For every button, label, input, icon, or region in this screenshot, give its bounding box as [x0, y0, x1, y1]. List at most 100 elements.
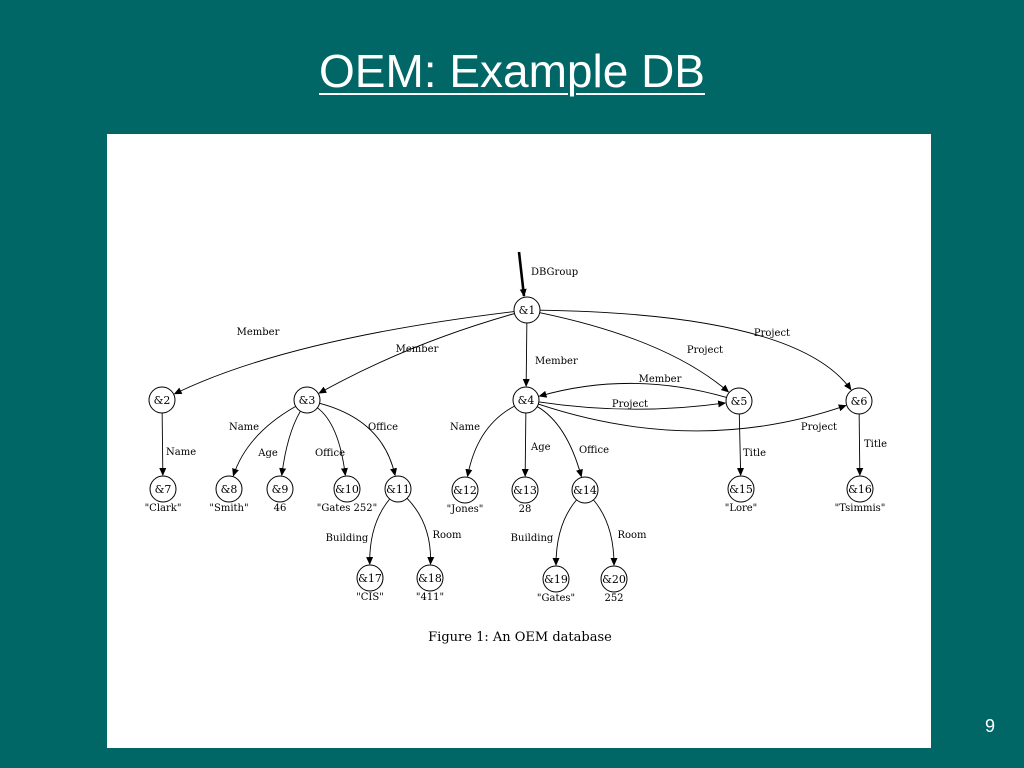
edge-n1-n6: [539, 309, 852, 391]
node-value: "Clark": [145, 503, 182, 514]
node-circle: [542, 565, 570, 593]
edge-n1-n3: [318, 313, 515, 394]
edge-label-n5-n4: Member: [639, 374, 682, 385]
node-value: 252: [604, 593, 623, 604]
edge-n2-n7: [159, 412, 167, 477]
node-value: "Jones": [447, 504, 484, 515]
node-circle: [727, 475, 755, 503]
edge-n1-n5: [539, 312, 730, 393]
node-circle: [725, 387, 753, 415]
edge-label-n1-n5: Project: [687, 345, 723, 356]
edge-label-n14-n20: Room: [617, 530, 647, 541]
node-n5: &5: [725, 387, 753, 415]
node-n8: &8 "Smith": [209, 475, 249, 514]
edge-n3-n9: [279, 410, 301, 477]
node-circle: [148, 386, 176, 414]
edge-n1-n4: [522, 322, 530, 388]
edge-label-n3-n11: Office: [368, 422, 398, 433]
edge-n4-n6: [538, 403, 847, 432]
edge-label-n4-n14: Office: [579, 445, 609, 456]
edge-label-n6-n16: Title: [864, 439, 887, 450]
node-circle: [512, 386, 540, 414]
node-label: &20: [602, 573, 626, 586]
edge-n6-n16: [856, 413, 864, 477]
node-circle: [215, 475, 243, 503]
node-circle: [333, 475, 361, 503]
node-label: &13: [513, 484, 537, 497]
node-n1: &1: [513, 296, 541, 324]
node-label: &19: [544, 573, 568, 586]
edge-label-n4-n12: Name: [450, 422, 480, 433]
node-circle: [416, 564, 444, 592]
node-circle: [600, 565, 628, 593]
node-circle: [513, 296, 541, 324]
edge-n4-n14: [536, 406, 583, 478]
node-n10: &10"Gates 252": [317, 475, 377, 514]
node-label: &2: [154, 394, 171, 407]
node-label: &16: [848, 483, 872, 496]
edge-label-n11-n18: Room: [432, 530, 462, 541]
node-n9: &946: [266, 475, 294, 514]
edge-label-n3-n8: Name: [229, 422, 259, 433]
node-n11: &11: [384, 475, 412, 503]
node-circle: [845, 387, 873, 415]
node-label: &3: [299, 394, 316, 407]
oem-database-graph: DBGroupMemberMemberMemberProjectProjectN…: [145, 251, 887, 645]
node-value: 28: [519, 504, 532, 515]
node-label: &12: [453, 484, 477, 497]
edge-n11-n18: [406, 498, 435, 566]
root-label: DBGroup: [531, 267, 578, 278]
node-circle: [149, 475, 177, 503]
figure-caption: Figure 1: An OEM database: [428, 630, 612, 645]
edge-label-n4-n13: Age: [530, 442, 551, 453]
node-label: &4: [518, 394, 535, 407]
node-circle: [571, 476, 599, 504]
node-n12: &12 "Jones": [447, 476, 484, 515]
edge-label-n5-n15: Title: [743, 448, 766, 459]
edge-n3-n11: [319, 402, 397, 477]
edge-n5-n15: [737, 413, 745, 477]
node-n18: &18"411": [416, 564, 444, 603]
node-n7: &7 "Clark": [145, 475, 182, 514]
slide-number: 9: [984, 716, 995, 736]
root-entry-arrow: [517, 251, 527, 297]
node-label: &8: [221, 483, 238, 496]
node-label: &5: [731, 395, 748, 408]
node-value: "Gates": [537, 593, 575, 604]
edge-n4-n5: [538, 400, 727, 410]
node-label: &7: [155, 483, 172, 496]
edge-n1-n2: [173, 311, 515, 395]
node-n17: &17"CIS": [356, 564, 384, 603]
edge-label-n2-n7: Name: [166, 447, 196, 458]
node-value: "CIS": [356, 592, 384, 603]
node-label: &10: [335, 483, 359, 496]
node-circle: [846, 475, 874, 503]
node-value: "Tsimmis": [835, 503, 886, 514]
edge-label-n11-n17: Building: [326, 533, 369, 544]
edge-n4-n12: [465, 405, 515, 478]
node-n15: &15"Lore": [725, 475, 758, 514]
edge-n5-n4: [538, 382, 727, 398]
edge-n11-n17: [366, 498, 391, 566]
node-circle: [356, 564, 384, 592]
edge-label-n3-n9: Age: [257, 448, 278, 459]
edge-n14-n20: [593, 499, 618, 566]
node-label: &9: [272, 483, 289, 496]
edge-label-n4-n5: Project: [612, 399, 648, 410]
node-value: "Smith": [209, 503, 248, 514]
node-label: &1: [519, 304, 536, 317]
node-circle: [451, 476, 479, 504]
node-value: "Lore": [725, 503, 758, 514]
edge-n14-n19: [552, 499, 577, 566]
slide-title: OEM: Example DB: [319, 45, 705, 97]
node-circle: [293, 386, 321, 414]
edge-n3-n8: [232, 406, 296, 477]
edge-label-n14-n19: Building: [511, 533, 554, 544]
edge-n3-n10: [317, 407, 348, 477]
node-n16: &16 "Tsimmis": [835, 475, 886, 514]
node-n20: &20 252: [600, 565, 628, 604]
node-n4: &4: [512, 386, 540, 414]
node-circle: [384, 475, 412, 503]
node-n2: &2: [148, 386, 176, 414]
